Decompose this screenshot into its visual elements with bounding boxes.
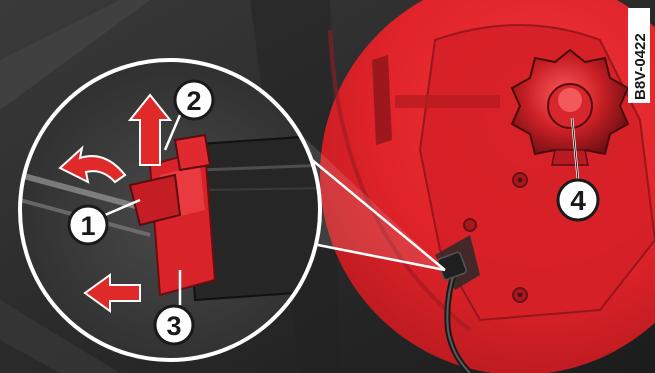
- callout-1: 1: [69, 206, 107, 244]
- callout-2: 2: [175, 81, 213, 119]
- callout-1-label: 1: [80, 211, 95, 241]
- callout-4: 4: [558, 180, 598, 220]
- callout-4-label: 4: [570, 185, 586, 216]
- image-code: B8V-0422: [632, 33, 649, 100]
- callout-3: 3: [155, 306, 193, 344]
- callout-2-label: 2: [186, 86, 201, 116]
- callout-3-label: 3: [166, 311, 181, 341]
